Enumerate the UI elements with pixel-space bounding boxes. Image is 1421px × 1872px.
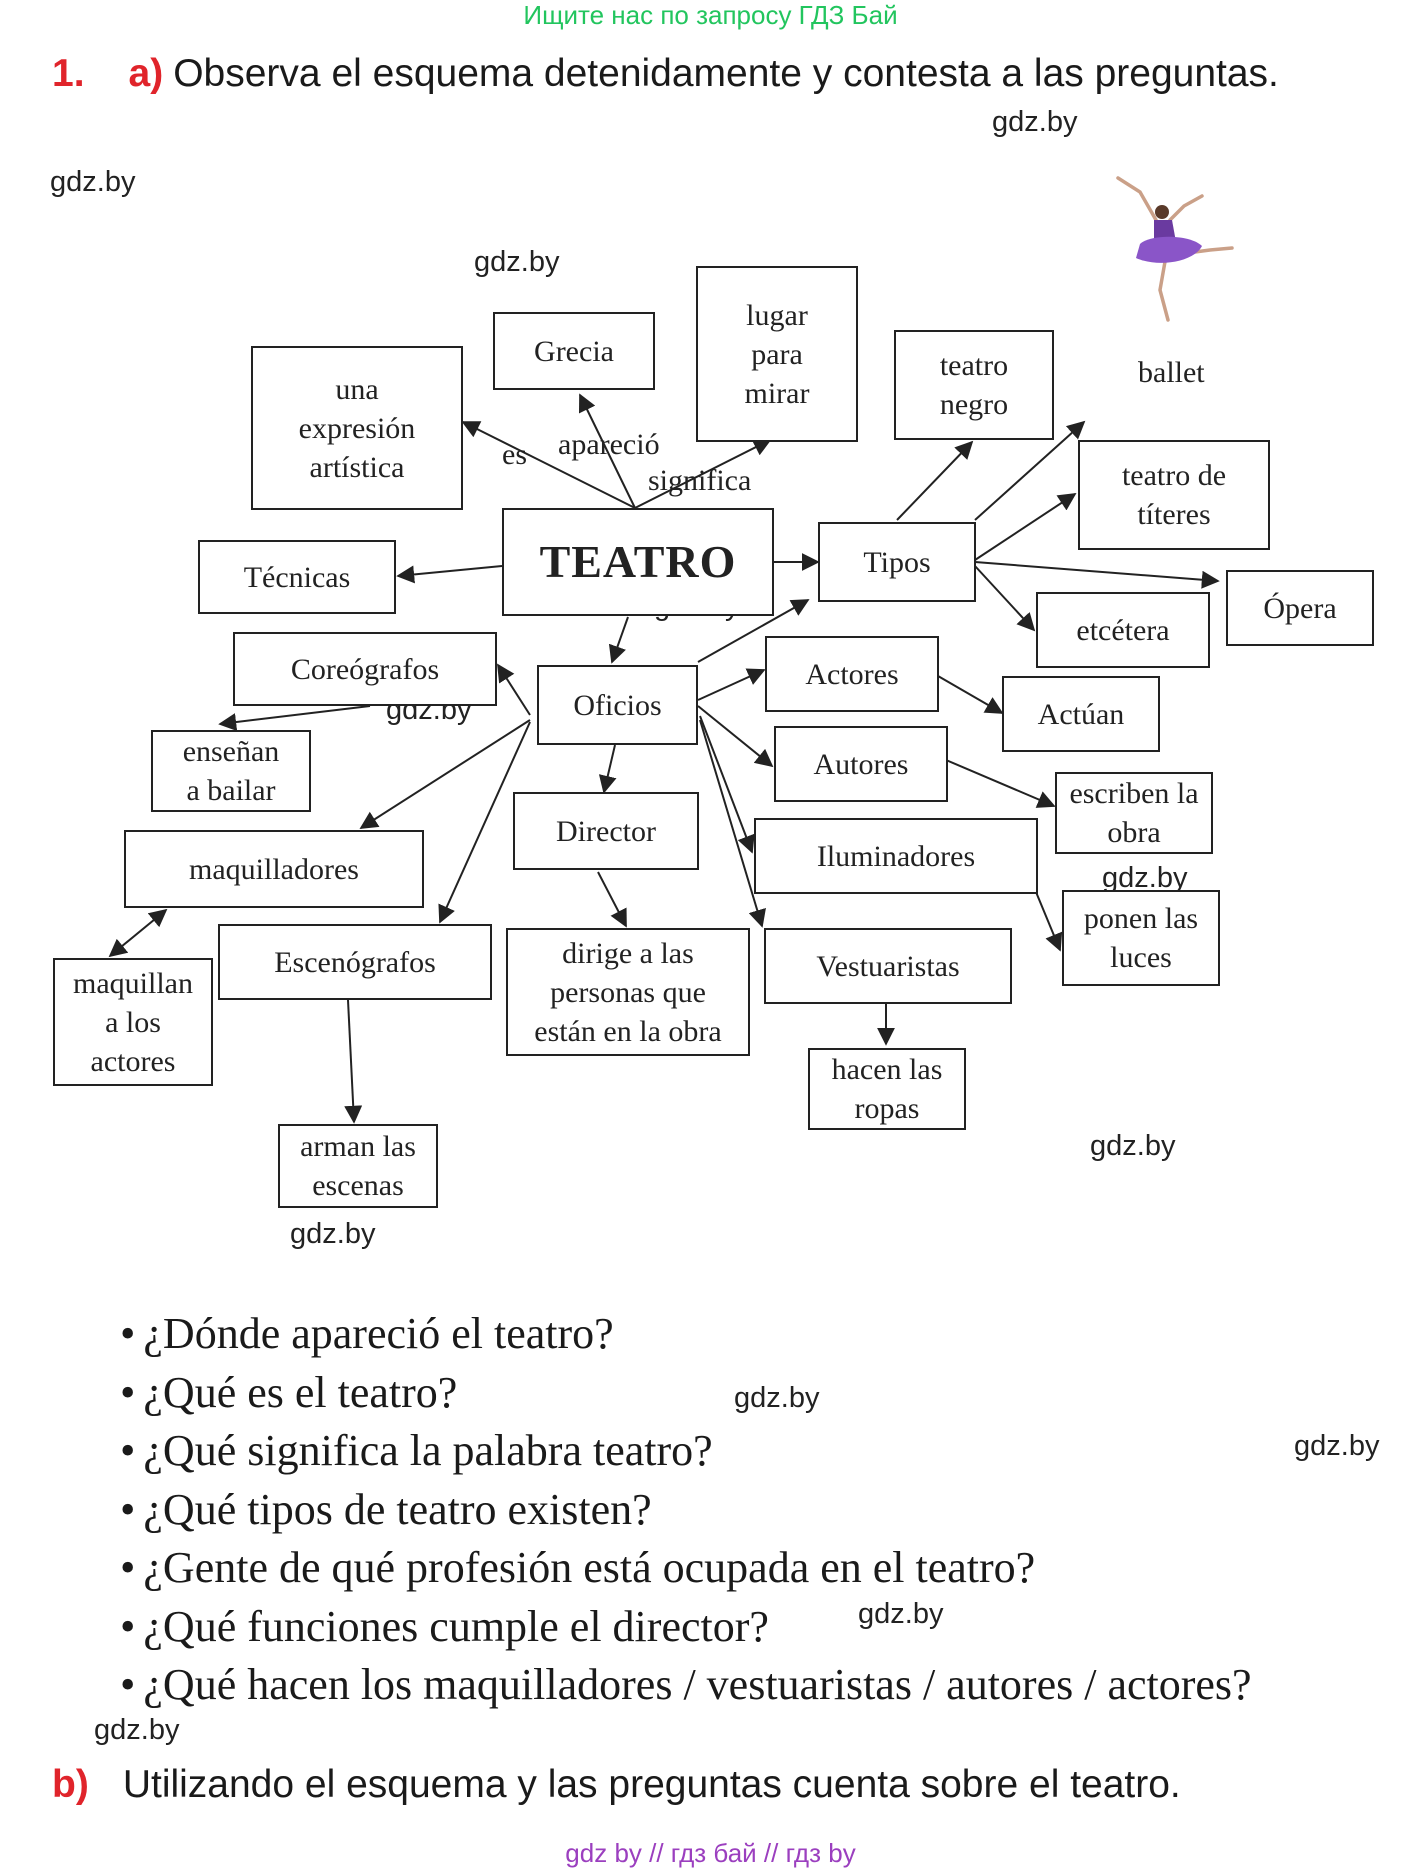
node-tipos: Tipos <box>818 522 976 602</box>
part-a-letter: a) <box>128 52 164 95</box>
question-item: ¿Dónde apareció el teatro? <box>120 1305 1252 1364</box>
arrow-tecnicas <box>396 565 503 584</box>
ballerina-illustration <box>1116 176 1234 322</box>
node-maquillan-a-los-actores: maquillan a los actores <box>53 958 213 1086</box>
node-teatro-negro: teatro negro <box>894 330 1054 440</box>
arrow-ballet <box>974 420 1086 521</box>
arrow-coreografos <box>497 663 531 716</box>
diagram-arrows <box>108 393 1220 1124</box>
arrow-es <box>461 421 636 509</box>
part-b-heading: b) Utilizando el esquema y las preguntas … <box>52 1763 1181 1807</box>
arrow-actuan <box>937 675 1004 714</box>
part-b-instruction: Utilizando el esquema y las preguntas cu… <box>122 1763 1181 1806</box>
node-vestuaristas: Vestuaristas <box>764 928 1012 1004</box>
node-iluminadores: Iluminadores <box>754 818 1038 894</box>
question-list: ¿Dónde apareció el teatro? ¿Qué es el te… <box>120 1305 1252 1715</box>
arrow-etcetera <box>974 565 1036 632</box>
node-opera: Ópera <box>1226 570 1374 646</box>
footer-links[interactable]: gdz by // гдз бай // гдз by <box>565 1838 856 1868</box>
arrow-ponen <box>1035 891 1063 952</box>
arrow-autores <box>697 705 774 768</box>
node-grecia: Grecia <box>493 312 655 390</box>
arrow-iluminadores <box>699 715 755 854</box>
node-dirige: dirige a las personas que están en la ob… <box>506 928 750 1056</box>
arrow-arman <box>344 999 363 1124</box>
node-escenografos: Escenógrafos <box>218 924 492 1000</box>
node-actores: Actores <box>765 636 939 712</box>
node-maquilladores: maquilladores <box>124 830 424 908</box>
question-item: ¿Qué funciones cumple el director? <box>120 1598 1252 1657</box>
top-banner[interactable]: Ищите нас по запросу ГДЗ Бай <box>523 0 898 30</box>
node-etcetera: etcétera <box>1036 592 1210 668</box>
arrow-actores <box>697 668 766 701</box>
arrow-teatro-negro <box>896 440 974 521</box>
node-tecnicas: Técnicas <box>198 540 396 614</box>
node-oficios: Oficios <box>537 665 698 745</box>
watermark: gdz.by <box>94 1714 180 1746</box>
arrow-escenografos <box>438 721 531 924</box>
task-heading: 1. a)Observa el esquema detenidamente y c… <box>52 52 1279 96</box>
watermark: gdz.by <box>1102 862 1188 894</box>
question-item: ¿Qué significa la palabra teatro? <box>120 1422 1252 1481</box>
part-b-letter: b) <box>52 1763 89 1806</box>
arrow-opera <box>974 561 1220 589</box>
node-arman-las-escenas: arman las escenas <box>278 1124 438 1208</box>
node-ensenan-a-bailar: enseñan a bailar <box>151 730 311 812</box>
arrow-maquillan <box>108 908 168 958</box>
arrow-aparecio <box>578 393 636 509</box>
node-escriben-la-obra: escriben la obra <box>1055 772 1213 854</box>
watermark: gdz.by <box>1294 1430 1380 1462</box>
node-teatro: TEATRO <box>502 508 774 616</box>
arrow-significa <box>634 439 772 509</box>
watermark: gdz.by <box>1090 1130 1176 1162</box>
watermark: gdz.by <box>992 106 1078 138</box>
arrow-maquilladores <box>359 719 531 829</box>
task-number: 1. <box>52 52 85 95</box>
watermark: gdz.by <box>290 1218 376 1250</box>
arrow-director <box>598 744 617 794</box>
node-teatro-de-titeres: teatro de títeres <box>1078 440 1270 550</box>
edge-label-es: es <box>502 438 527 471</box>
arrow-titeres <box>974 493 1077 561</box>
node-lugar-para-mirar: lugar para mirar <box>696 266 858 442</box>
node-coreografos: Coreógrafos <box>233 632 497 706</box>
question-item: ¿Qué tipos de teatro existen? <box>120 1481 1252 1540</box>
arrow-dirige <box>597 871 627 928</box>
node-expresion-artistica: una expresión artística <box>251 346 463 510</box>
arrow-oficios-tipos <box>697 599 810 663</box>
arrow-oficios <box>608 616 629 664</box>
arrow-ensenan <box>218 705 371 732</box>
arrow-escriben <box>945 759 1056 808</box>
watermark: gdz.by <box>474 246 560 278</box>
edge-label-significa: significa <box>648 464 752 497</box>
node-ponen-las-luces: ponen las luces <box>1062 890 1220 986</box>
part-a-instruction: Observa el esquema detenidamente y conte… <box>173 52 1279 95</box>
node-ballet: ballet <box>1138 356 1205 389</box>
question-item: ¿Gente de qué profesión está ocupada en … <box>120 1539 1252 1598</box>
node-actuan: Actúan <box>1002 676 1160 752</box>
edge-label-aparecio: apareció <box>558 428 660 461</box>
watermark: gdz.by <box>50 166 136 198</box>
question-item: ¿Qué hacen los maquilladores / vestuaris… <box>120 1656 1251 1715</box>
node-director: Director <box>513 792 699 870</box>
node-autores: Autores <box>774 726 948 802</box>
arrow-vestuaristas <box>699 719 766 928</box>
node-hacen-las-ropas: hacen las ropas <box>808 1048 966 1130</box>
question-item: ¿Qué es el teatro? <box>120 1364 1252 1423</box>
